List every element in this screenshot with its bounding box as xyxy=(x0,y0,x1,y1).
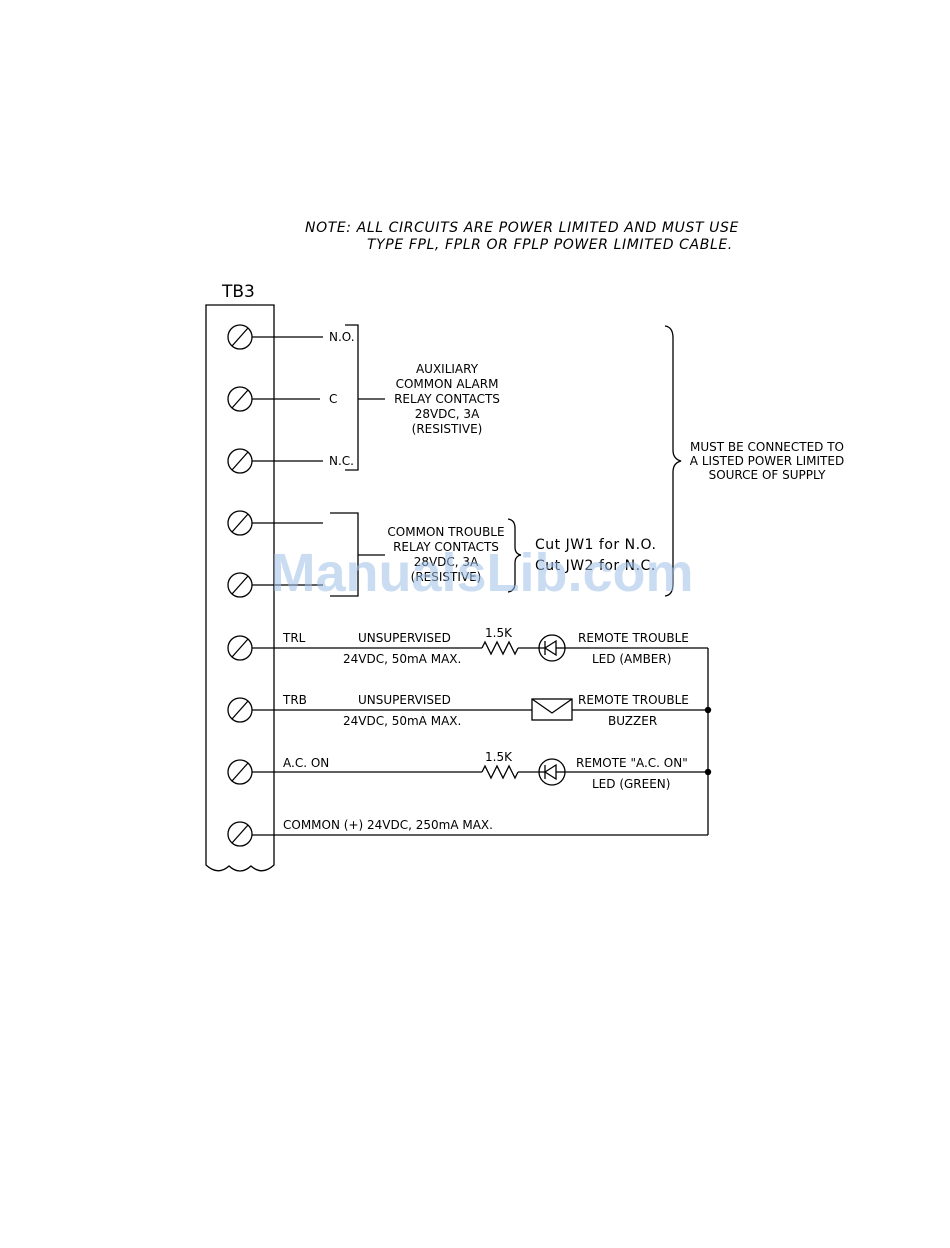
terminal-screw-3 xyxy=(227,448,253,474)
trl-resistor-value: 1.5K xyxy=(485,626,513,640)
trouble-relay-wiring xyxy=(252,512,385,597)
terminal-screw-9 xyxy=(227,821,253,847)
trouble-relay-description: COMMON TROUBLE RELAY CONTACTS 28VDC, 3A … xyxy=(387,525,504,584)
terminal-screw-7 xyxy=(227,697,253,723)
terminal-screws xyxy=(227,324,253,847)
resistor-icon xyxy=(481,764,519,780)
acon-device-name: REMOTE "A.C. ON" xyxy=(576,756,688,770)
terminal-screw-5 xyxy=(227,572,253,598)
note-line-1: NOTE: ALL CIRCUITS ARE POWER LIMITED AND… xyxy=(305,220,739,236)
acon-circuit xyxy=(252,758,712,786)
acon-label: A.C. ON xyxy=(283,756,329,770)
trl-label: TRL xyxy=(282,631,306,645)
power-supply-brace xyxy=(664,325,682,597)
aux-relay-no-label: N.O. xyxy=(329,330,355,344)
aux-relay-c-label: C xyxy=(329,392,337,406)
trl-rating: 24VDC, 50mA MAX. xyxy=(343,652,461,666)
terminal-block-label: TB3 xyxy=(221,282,255,302)
svg-text:MUST BE CONNECTED TO: MUST BE CONNECTED TO xyxy=(690,440,844,454)
svg-text:COMMON ALARM: COMMON ALARM xyxy=(396,377,499,391)
trl-device-name: REMOTE TROUBLE xyxy=(578,631,689,645)
resistor-icon xyxy=(481,640,519,656)
trb-device-type: BUZZER xyxy=(608,714,657,728)
power-supply-note: MUST BE CONNECTED TO A LISTED POWER LIMI… xyxy=(690,440,844,482)
svg-text:28VDC, 3A: 28VDC, 3A xyxy=(415,407,480,421)
trb-rating: 24VDC, 50mA MAX. xyxy=(343,714,461,728)
terminal-screw-8 xyxy=(227,759,253,785)
svg-text:28VDC, 3A: 28VDC, 3A xyxy=(414,555,479,569)
svg-text:(RESISTIVE): (RESISTIVE) xyxy=(412,422,483,436)
jumper-jw1-note: Cut JW1 for N.O. xyxy=(535,537,656,553)
svg-text:AUXILIARY: AUXILIARY xyxy=(416,362,479,376)
svg-text:COMMON TROUBLE: COMMON TROUBLE xyxy=(387,525,504,539)
jumper-brace xyxy=(507,518,522,593)
trl-type: UNSUPERVISED xyxy=(358,631,451,645)
trl-device-type: LED (AMBER) xyxy=(592,652,671,666)
aux-relay-description: AUXILIARY COMMON ALARM RELAY CONTACTS 28… xyxy=(394,362,500,436)
svg-text:(RESISTIVE): (RESISTIVE) xyxy=(411,570,482,584)
terminal-screw-2 xyxy=(227,386,253,412)
trb-label: TRB xyxy=(282,693,307,707)
common-label: COMMON (+) 24VDC, 250mA MAX. xyxy=(283,818,493,832)
trb-circuit xyxy=(252,698,712,721)
terminal-screw-6 xyxy=(227,635,253,661)
led-icon xyxy=(538,758,566,786)
terminal-screw-4 xyxy=(227,510,253,536)
led-icon xyxy=(538,634,566,662)
acon-resistor-value: 1.5K xyxy=(485,750,513,764)
svg-text:SOURCE OF SUPPLY: SOURCE OF SUPPLY xyxy=(709,468,826,482)
trl-circuit xyxy=(252,634,709,835)
note-line-2: TYPE FPL, FPLR OR FPLP POWER LIMITED CAB… xyxy=(367,237,733,253)
trb-device-name: REMOTE TROUBLE xyxy=(578,693,689,707)
terminal-screw-1 xyxy=(227,324,253,350)
trb-type: UNSUPERVISED xyxy=(358,693,451,707)
jumper-jw2-note: Cut JW2 for N.C. xyxy=(535,558,656,574)
acon-device-type: LED (GREEN) xyxy=(592,777,670,791)
svg-text:A LISTED POWER LIMITED: A LISTED POWER LIMITED xyxy=(690,454,844,468)
svg-text:RELAY CONTACTS: RELAY CONTACTS xyxy=(394,392,500,406)
terminal-block xyxy=(205,304,275,872)
watermark: ManualsLib.com xyxy=(270,543,693,603)
aux-relay-wiring xyxy=(252,324,385,471)
svg-text:RELAY CONTACTS: RELAY CONTACTS xyxy=(393,540,499,554)
aux-relay-nc-label: N.C. xyxy=(329,454,354,468)
buzzer-icon xyxy=(531,698,573,721)
